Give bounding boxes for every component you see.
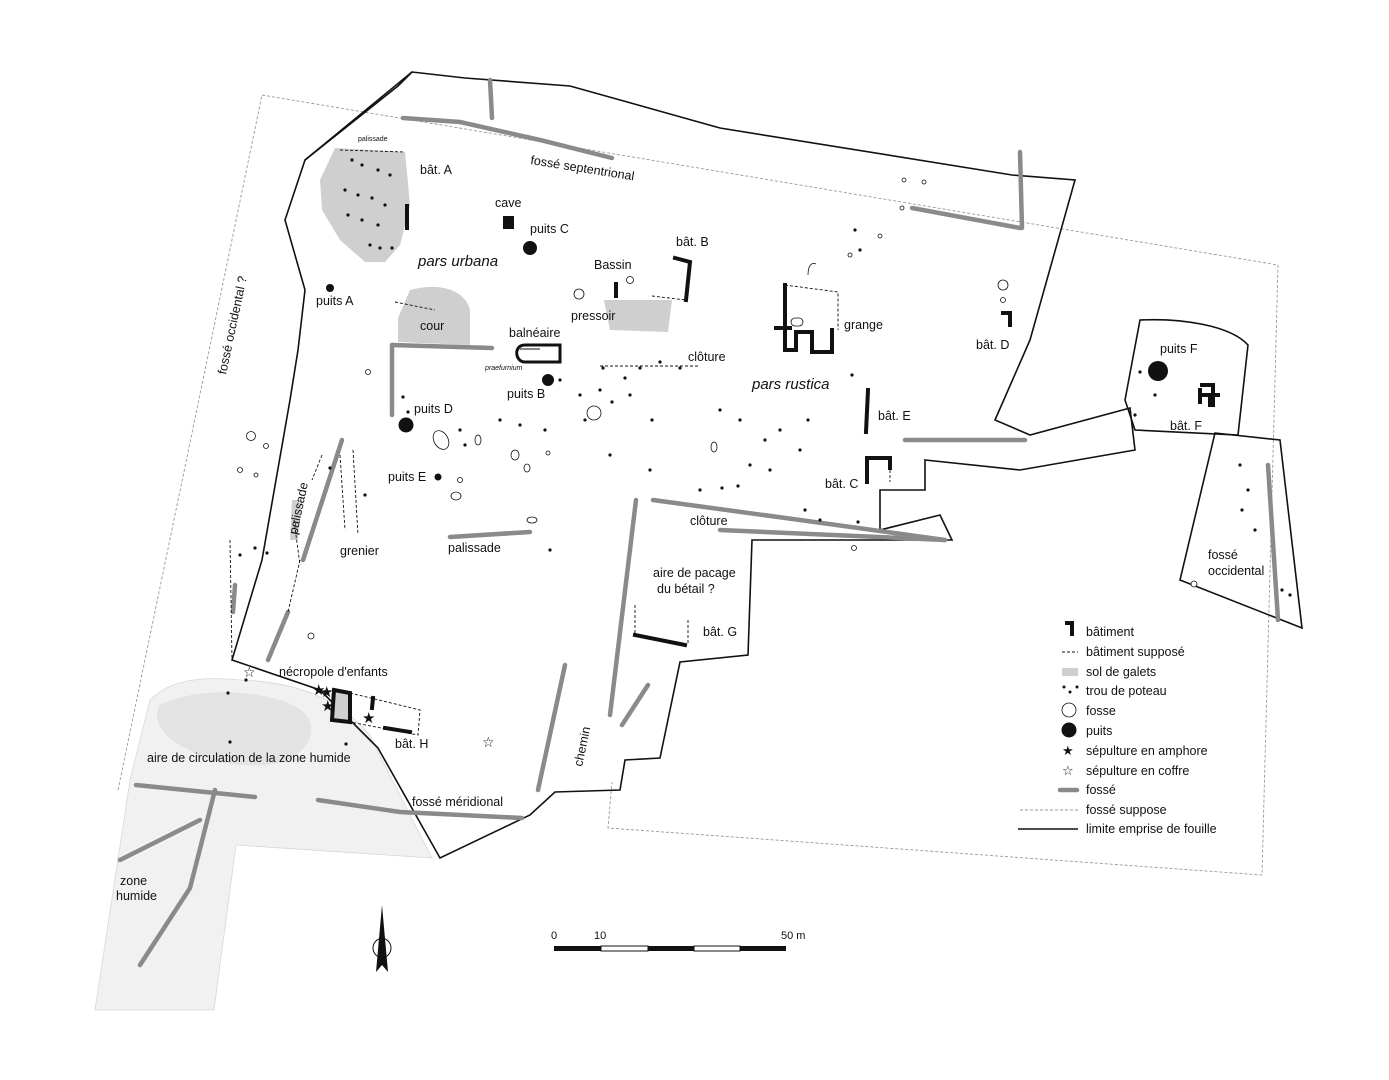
label-aire-pacage-2: du bétail ? (657, 582, 715, 596)
label-puits-d: puits D (414, 402, 453, 416)
label-puits-f: puits F (1160, 342, 1198, 356)
excavation-limit (231, 71, 1136, 860)
label-pars-urbana: pars urbana (417, 253, 498, 270)
legend-symbol-sepulture-amphore: ★ (1062, 743, 1074, 758)
legend-label-limite: limite emprise de fouille (1086, 822, 1217, 836)
label-necropole: nécropole d'enfants (279, 665, 388, 679)
label-bat-a: bât. A (420, 163, 453, 177)
label-bat-d: bât. D (976, 338, 1009, 352)
svg-text:☆: ☆ (243, 664, 256, 680)
galets-bat-h (332, 692, 350, 720)
svg-text:★: ★ (321, 698, 334, 715)
excavation-limit-east-south (1179, 432, 1303, 630)
legend-label-batiment-suppose: bâtiment supposé (1086, 645, 1185, 659)
label-cloture-2: clôture (690, 514, 728, 528)
post-holes (226, 158, 1292, 746)
label-bat-e: bât. E (878, 409, 911, 423)
galets-cour (398, 286, 470, 345)
label-bat-b: bât. B (676, 235, 709, 249)
label-fosse-occidental-2: occidental (1208, 564, 1264, 578)
label-cloture-1: clôture (688, 350, 726, 364)
legend-label-fosse-ditch: fossé (1086, 783, 1116, 797)
legend-symbol-batiment (1065, 621, 1074, 636)
label-bat-g: bât. G (703, 625, 737, 639)
legend-label-puits: puits (1086, 724, 1112, 738)
excavation-limit-south (304, 71, 413, 161)
label-balneaire: balnéaire (509, 326, 560, 340)
legend-label-sepulture-amphore: sépulture en amphore (1086, 744, 1208, 758)
burials: ★ ★ ★ ★ ☆ ☆ (243, 664, 495, 750)
excavation-limit-east (1124, 318, 1249, 436)
scale-label-0: 0 (551, 930, 557, 942)
label-pressoir: pressoir (571, 309, 615, 323)
label-zone-humide-1: zone (120, 874, 147, 888)
ditches (117, 77, 1281, 968)
zone-humide-shade (156, 692, 312, 766)
label-fosse-occidental-q: fossé occidental ? (215, 275, 250, 376)
label-palissade-mid: palissade (448, 541, 501, 555)
legend: bâtiment bâtiment supposé sol de galets … (1018, 621, 1217, 836)
label-aire-pacage-1: aire de pacage (653, 566, 736, 580)
galets-pressoir (604, 300, 672, 332)
scale-label-50: 50 m (781, 930, 805, 942)
legend-label-fosse: fosse (1086, 704, 1116, 718)
map-labels: palissade bât. A fossé septentrional cav… (116, 136, 1264, 903)
label-bat-f: bât. F (1170, 419, 1202, 433)
galets-bat-a (320, 148, 410, 262)
legend-label-sepulture-coffre: sépulture en coffre (1086, 764, 1189, 778)
label-puits-a: puits A (316, 294, 354, 308)
north-arrow-icon (372, 905, 392, 972)
post-lines (229, 149, 700, 661)
label-palissade-top: palissade (358, 136, 388, 143)
label-puits-e: puits E (388, 470, 426, 484)
legend-label-sol-galets: sol de galets (1086, 665, 1156, 679)
zone-humide-area (94, 678, 433, 1011)
label-pars-rustica: pars rustica (751, 376, 830, 393)
label-praefurnium: praefurnium (484, 365, 523, 372)
scale-label-10: 10 (594, 930, 606, 942)
legend-label-fosse-suppose: fossé suppose (1086, 803, 1167, 817)
label-puits-b: puits B (507, 387, 545, 401)
buildings (329, 204, 1220, 736)
legend-symbol-puits (1061, 722, 1077, 738)
label-bassin: Bassin (594, 258, 632, 272)
fosse-suppose-outline (117, 94, 1279, 876)
legend-label-trou-poteau: trou de poteau (1086, 684, 1167, 698)
label-zone-humide-2: humide (116, 889, 157, 903)
legend-label-batiment: bâtiment (1086, 625, 1134, 639)
label-grenier: grenier (340, 544, 379, 558)
label-puits-c: puits C (530, 222, 569, 236)
label-palissade-left: palissade (286, 481, 311, 536)
label-cour: cour (420, 319, 444, 333)
svg-text:★: ★ (312, 682, 325, 699)
label-fosse-occidental-1: fossé (1208, 548, 1238, 562)
label-grange: grange (844, 318, 883, 332)
label-bat-h: bât. H (395, 737, 428, 751)
legend-symbol-sol-galets (1062, 668, 1078, 676)
label-chemin: chemin (571, 725, 593, 767)
scale-bar: 0 10 50 m (551, 930, 805, 952)
svg-text:★: ★ (320, 684, 333, 701)
label-bat-c: bât. C (825, 477, 858, 491)
wells (326, 241, 1168, 481)
galets-palissade-left (290, 500, 302, 540)
legend-symbol-sepulture-coffre: ☆ (1062, 763, 1074, 778)
svg-text:★: ★ (362, 710, 375, 727)
legend-symbol-fosse (1061, 702, 1077, 718)
label-fosse-meridional: fossé méridional (412, 795, 503, 809)
legend-symbol-trou-poteau (1062, 685, 1079, 694)
label-cave: cave (495, 196, 521, 210)
label-aire-circulation: aire de circulation de la zone humide (147, 751, 351, 765)
label-fosse-septentrional: fossé septentrional (530, 153, 636, 183)
svg-text:☆: ☆ (482, 734, 495, 750)
pits (237, 177, 1198, 640)
